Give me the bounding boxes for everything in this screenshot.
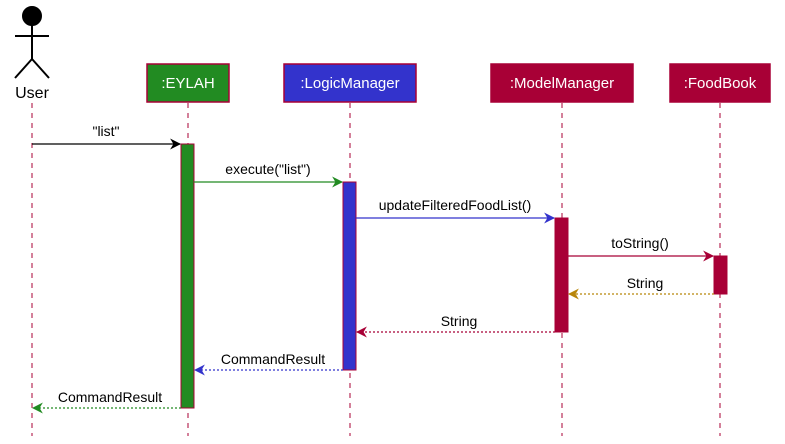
message-label: CommandResult xyxy=(221,351,325,367)
participant-modelmanager: :ModelManager xyxy=(490,63,634,103)
return-commandresult-logicmanager: CommandResult xyxy=(193,351,343,376)
participant-modelmanager-label: :ModelManager xyxy=(510,75,614,92)
participant-eylah-label: :EYLAH xyxy=(161,75,214,92)
message-label: "list" xyxy=(92,123,119,139)
user-actor: User xyxy=(14,6,50,102)
participant-foodbook-label: :FoodBook xyxy=(684,75,757,92)
message-label: toString() xyxy=(611,235,669,251)
participant-foodbook: :FoodBook xyxy=(669,63,771,103)
message-label: execute("list") xyxy=(225,161,310,177)
message-label: String xyxy=(627,275,664,291)
message-update-filtered-food-list: updateFilteredFoodList() xyxy=(356,197,556,224)
message-label: String xyxy=(441,313,478,329)
return-commandresult-eylah: CommandResult xyxy=(31,389,181,414)
activation-foodbook xyxy=(713,255,728,295)
message-list: "list" xyxy=(32,123,182,150)
activation-logicmanager xyxy=(342,181,357,371)
activation-modelmanager xyxy=(554,217,569,333)
message-execute: execute("list") xyxy=(194,161,344,188)
participant-logicmanager-label: :LogicManager xyxy=(300,75,399,92)
participant-logicmanager: :LogicManager xyxy=(283,63,417,103)
participant-eylah: :EYLAH xyxy=(146,63,230,103)
message-label: CommandResult xyxy=(58,389,162,405)
activation-eylah xyxy=(180,143,195,409)
user-label: User xyxy=(15,85,49,102)
return-string-modelmanager: String xyxy=(355,313,555,338)
return-string-foodbook: String xyxy=(567,275,714,300)
message-tostring: toString() xyxy=(568,235,715,262)
stick-figure-icon xyxy=(14,6,50,79)
message-label: updateFilteredFoodList() xyxy=(379,197,532,213)
